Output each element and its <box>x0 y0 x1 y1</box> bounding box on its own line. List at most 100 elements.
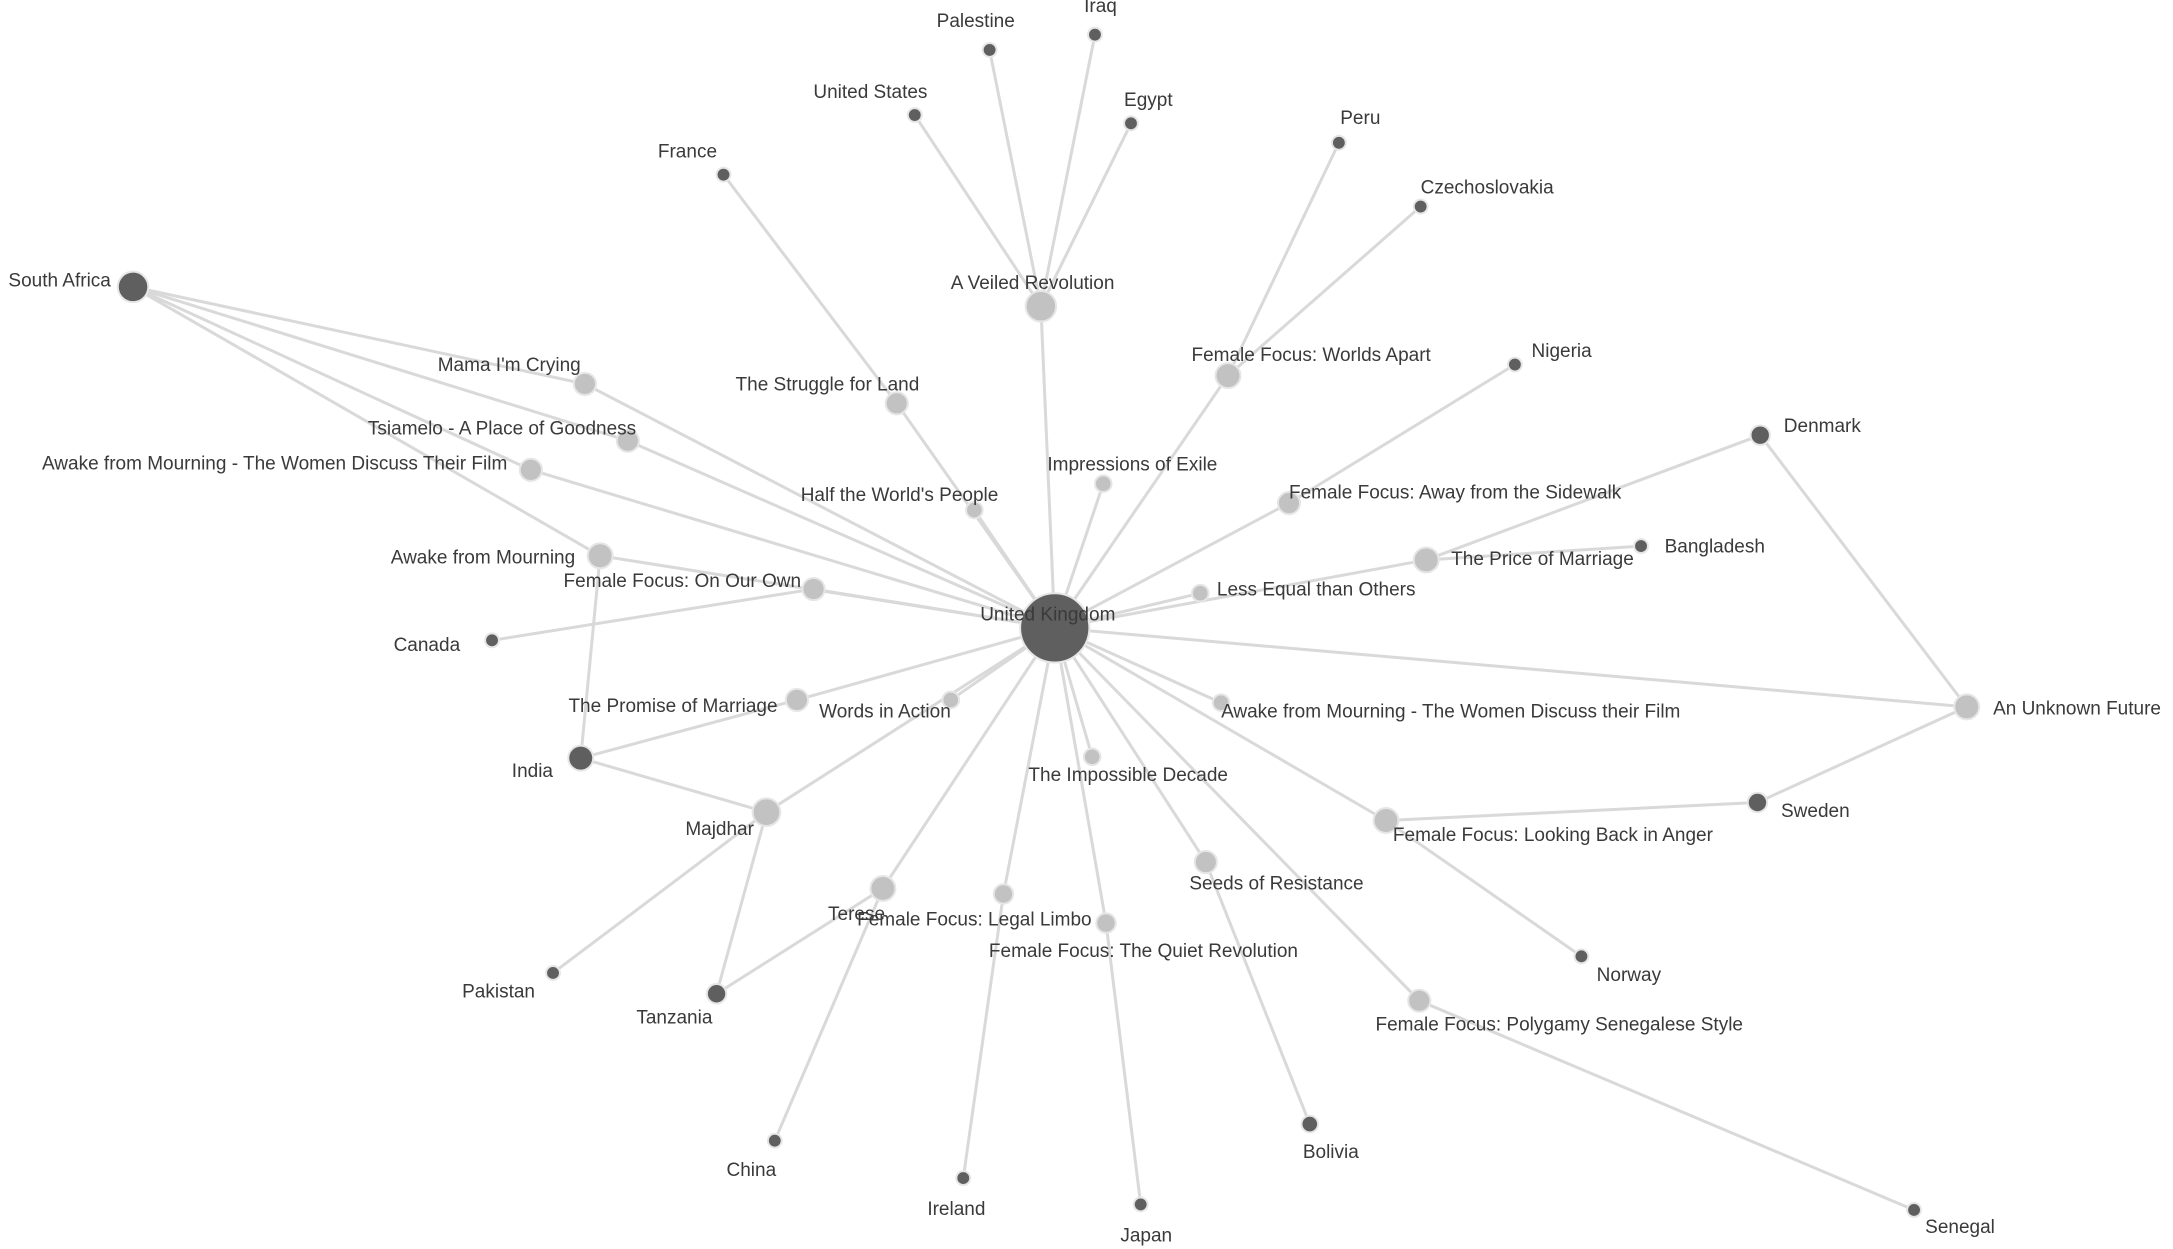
label-looking-back: Female Focus: Looking Back in Anger <box>1393 825 1714 846</box>
node-nigeria[interactable] <box>1506 356 1523 373</box>
node-mama[interactable] <box>572 371 597 397</box>
node-denmark[interactable] <box>1749 424 1771 446</box>
node-looking-back[interactable] <box>1372 807 1400 834</box>
edge-uk-worlds_apart <box>1053 374 1230 629</box>
label-majdhar: Majdhar <box>685 819 754 840</box>
node-iraq[interactable] <box>1087 26 1103 43</box>
node-on-our-own[interactable] <box>801 576 826 602</box>
edge-looking_back-norway <box>1385 819 1583 958</box>
label-promise: The Promise of Marriage <box>568 696 777 717</box>
node-half-world[interactable] <box>965 500 984 520</box>
edge-south_africa-awake_discuss_cap <box>132 285 532 472</box>
node-ireland[interactable] <box>955 1170 972 1187</box>
node-pakistan[interactable] <box>545 965 561 981</box>
node-united-states[interactable] <box>906 107 923 123</box>
node-senegal[interactable] <box>1906 1202 1922 1218</box>
nodes-layer <box>116 26 1981 1218</box>
node-sweden[interactable] <box>1746 791 1769 814</box>
edge-south_africa-mama <box>132 285 586 386</box>
edge-unknown_future-denmark <box>1759 434 1968 708</box>
label-sweden: Sweden <box>1781 801 1850 822</box>
node-uk[interactable] <box>1019 592 1091 664</box>
node-czechoslovakia[interactable] <box>1412 198 1429 215</box>
label-pakistan: Pakistan <box>462 981 535 1002</box>
label-iraq: Iraq <box>1084 0 1117 17</box>
node-price-marriage[interactable] <box>1412 546 1440 574</box>
label-quiet-rev: Female Focus: The Quiet Revolution <box>989 941 1298 962</box>
edge-price_marriage-bangladesh <box>1426 544 1642 562</box>
edge-majdhar-india <box>580 756 767 814</box>
label-awake-discuss-low: Awake from Mourning - The Women Discuss … <box>1221 701 1680 722</box>
node-worlds-apart[interactable] <box>1214 362 1242 390</box>
node-bolivia[interactable] <box>1300 1114 1320 1134</box>
node-unknown-future[interactable] <box>1953 693 1981 721</box>
label-denmark: Denmark <box>1784 416 1862 437</box>
node-india[interactable] <box>567 744 595 772</box>
label-japan: Japan <box>1120 1225 1172 1246</box>
label-struggle: The Struggle for Land <box>736 374 920 395</box>
node-sidewalk[interactable] <box>1276 491 1302 516</box>
node-awake-discuss-cap[interactable] <box>518 457 543 482</box>
label-czechoslovakia: Czechoslovakia <box>1421 178 1554 199</box>
label-impossible: The Impossible Decade <box>1028 765 1228 786</box>
node-japan[interactable] <box>1132 1196 1149 1213</box>
edge-uk-looking_back <box>1053 626 1387 822</box>
node-words-action[interactable] <box>941 690 961 710</box>
label-india: India <box>512 761 554 782</box>
edge-south_africa-tsiamelo <box>132 285 629 443</box>
node-south-africa[interactable] <box>116 270 150 304</box>
node-struggle[interactable] <box>884 391 909 416</box>
edge-legal_limbo-ireland <box>961 893 1005 1179</box>
label-unknown-future: An Unknown Future <box>1993 699 2161 720</box>
node-impossible[interactable] <box>1082 747 1102 767</box>
edge-worlds_apart-peru <box>1226 142 1341 377</box>
node-legal-limbo[interactable] <box>992 883 1015 905</box>
node-tanzania[interactable] <box>705 983 728 1005</box>
edge-worlds_apart-czechoslovakia <box>1227 205 1422 377</box>
node-canada[interactable] <box>484 632 500 649</box>
edge-looking_back-sweden <box>1385 800 1758 823</box>
label-words-action: Words in Action <box>819 701 951 722</box>
label-veiled: A Veiled Revolution <box>951 273 1115 294</box>
edge-uk-unknown_future <box>1054 626 1967 709</box>
node-egypt[interactable] <box>1123 115 1139 132</box>
label-canada: Canada <box>394 635 461 656</box>
edge-uk-sidewalk <box>1054 501 1290 630</box>
node-seeds[interactable] <box>1193 850 1218 875</box>
node-terese[interactable] <box>869 874 897 902</box>
node-less-equal[interactable] <box>1190 583 1210 603</box>
edge-uk-veiled <box>1039 306 1057 628</box>
node-veiled[interactable] <box>1024 290 1058 323</box>
edge-promise-india <box>580 698 798 760</box>
label-norway: Norway <box>1597 965 1662 986</box>
node-impressions[interactable] <box>1093 474 1113 494</box>
label-sidewalk: Female Focus: Away from the Sidewalk <box>1289 482 1622 503</box>
edge-uk-tsiamelo <box>627 439 1056 630</box>
node-tsiamelo[interactable] <box>615 428 640 453</box>
node-bangladesh[interactable] <box>1633 538 1649 555</box>
edge-veiled-united_states <box>913 114 1043 308</box>
node-china[interactable] <box>766 1132 783 1149</box>
label-south-africa: South Africa <box>8 270 111 291</box>
node-awake-discuss-low[interactable] <box>1211 693 1231 713</box>
node-majdhar[interactable] <box>751 797 782 828</box>
node-norway[interactable] <box>1573 948 1590 965</box>
edge-awake-india <box>579 555 602 759</box>
node-polygamy[interactable] <box>1407 988 1432 1013</box>
edge-terese-tanzania <box>715 887 884 996</box>
label-bolivia: Bolivia <box>1303 1142 1359 1163</box>
node-peru[interactable] <box>1330 134 1347 151</box>
node-palestine[interactable] <box>981 41 998 58</box>
node-promise[interactable] <box>784 687 810 713</box>
edge-price_marriage-denmark <box>1425 433 1761 562</box>
edge-uk-promise <box>796 626 1056 702</box>
node-quiet-rev[interactable] <box>1095 912 1117 934</box>
label-peru: Peru <box>1340 108 1380 129</box>
edge-uk-price_marriage <box>1054 558 1427 630</box>
node-awake[interactable] <box>586 542 614 570</box>
label-terese: Terese <box>828 904 885 925</box>
label-awake: Awake from Mourning <box>391 548 575 569</box>
node-france[interactable] <box>715 166 732 183</box>
label-egypt: Egypt <box>1124 90 1173 111</box>
label-less-equal: Less Equal than Others <box>1217 579 1416 600</box>
